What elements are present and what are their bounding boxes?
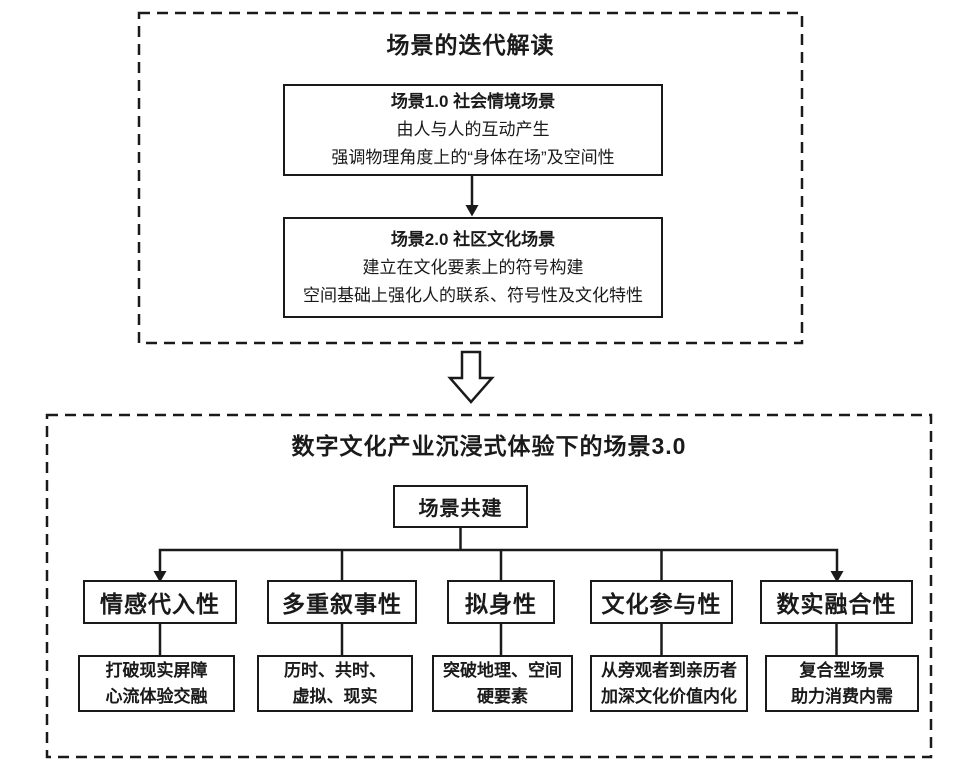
bottom-section-title: 数字文化产业沉浸式体验下的场景3.0 bbox=[291, 433, 687, 459]
scene-1-line: 由人与人的互动产生 bbox=[396, 120, 550, 139]
detail-box-digital-real-fusion: 复合型场景 助力消费内需 bbox=[765, 655, 919, 712]
big-down-arrow-icon bbox=[447, 350, 495, 404]
detail-line: 加深文化价值内化 bbox=[601, 686, 737, 706]
detail-line: 历时、共时、 bbox=[284, 660, 386, 680]
branch-box-cultural-participation: 文化参与性 bbox=[590, 580, 733, 624]
scene-1-line: 强调物理角度上的“身体在场”及空间性 bbox=[331, 148, 615, 167]
detail-box-multi-narrative: 历时、共时、 虚拟、现实 bbox=[257, 655, 413, 712]
branch-label: 数实融合性 bbox=[776, 591, 897, 617]
arrow-down-icon bbox=[830, 571, 844, 583]
bottom-section-frame bbox=[45, 413, 933, 759]
branch-box-multi-narrative: 多重叙事性 bbox=[267, 580, 417, 624]
root-box: 场景共建 bbox=[393, 485, 528, 528]
detail-line: 助力消费内需 bbox=[791, 686, 893, 706]
branch-label: 文化参与性 bbox=[601, 591, 722, 617]
detail-line: 虚拟、现实 bbox=[292, 686, 378, 706]
detail-line: 复合型场景 bbox=[799, 660, 885, 680]
scene-2-box: 场景2.0 社区文化场景 建立在文化要素上的符号构建 空间基础上强化人的联系、符… bbox=[283, 217, 663, 318]
detail-line: 突破地理、空间 bbox=[443, 660, 562, 680]
top-section-title: 场景的迭代解读 bbox=[386, 32, 555, 58]
branch-box-embodiment: 拟身性 bbox=[447, 580, 555, 624]
scene-1-heading: 场景1.0 社会情境场景 bbox=[390, 92, 556, 111]
branch-box-emotional-immersion: 情感代入性 bbox=[83, 580, 237, 624]
scene-2-heading: 场景2.0 社区文化场景 bbox=[390, 229, 556, 249]
root-box-label: 场景共建 bbox=[418, 498, 503, 520]
tree-horizontal-connector bbox=[158, 548, 839, 573]
detail-box-cultural-participation: 从旁观者到亲历者 加深文化价值内化 bbox=[590, 655, 748, 712]
branch-label: 情感代入性 bbox=[100, 591, 220, 617]
scene-1-box: 场景1.0 社会情境场景 由人与人的互动产生 强调物理角度上的“身体在场”及空间… bbox=[283, 84, 663, 176]
branch-label: 拟身性 bbox=[465, 591, 537, 617]
arrow-down-icon bbox=[465, 205, 479, 217]
detail-line: 心流体验交融 bbox=[105, 686, 208, 706]
top-section-frame bbox=[137, 11, 804, 345]
detail-line: 打破现实屏障 bbox=[105, 660, 208, 680]
detail-box-emotional-immersion: 打破现实屏障 心流体验交融 bbox=[78, 655, 235, 712]
arrow-down-icon bbox=[153, 571, 167, 583]
detail-line: 从旁观者到亲历者 bbox=[601, 660, 737, 680]
branch-box-digital-real-fusion: 数实融合性 bbox=[760, 580, 913, 624]
scene-2-line: 建立在文化要素上的符号构建 bbox=[362, 257, 584, 277]
scene-2-line: 空间基础上强化人的联系、符号性及文化特性 bbox=[303, 285, 643, 305]
detail-box-embodiment: 突破地理、空间 硬要素 bbox=[432, 655, 573, 712]
detail-line: 硬要素 bbox=[477, 686, 528, 706]
branch-label: 多重叙事性 bbox=[282, 591, 402, 617]
